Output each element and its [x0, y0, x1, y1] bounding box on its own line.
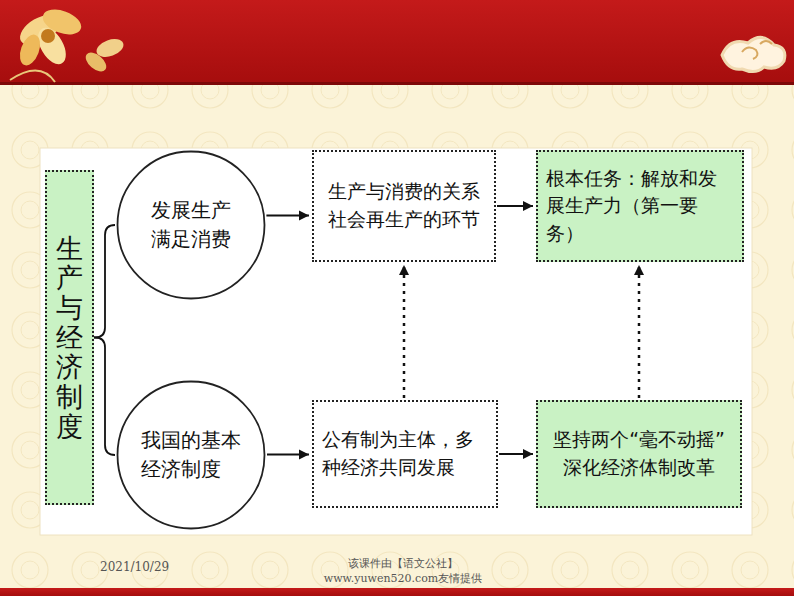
task-box: 根本任务：解放和发展生产力（第一要务） [536, 150, 744, 262]
flow-arrow [497, 205, 533, 207]
node-text: 生产与消费的关系 [328, 178, 480, 206]
content-panel [40, 148, 752, 535]
topic-box: 生产与经济制度 [45, 170, 94, 505]
circle-outline [116, 150, 266, 300]
node-text: 公有制为主体，多种经济共同发展 [322, 426, 488, 481]
node-text: 深化经济体制改革 [563, 454, 715, 482]
flow-arrow [499, 453, 533, 455]
node-text: 坚持两个“毫不动摇” [553, 426, 725, 454]
vertical-title: 生产与经济制度 [56, 234, 83, 442]
date-label: 2021/10/29 [100, 560, 169, 574]
circle-outline [116, 380, 266, 530]
flow-arrow [266, 215, 309, 217]
concept-box: 生产与消费的关系社会再生产的环节 [312, 150, 496, 262]
cloud-ornament [722, 37, 785, 71]
brace-line [94, 225, 115, 338]
node-text: 我国的基本经济制度 [141, 426, 241, 484]
band-edge [0, 82, 794, 85]
topic-circle: 发展生产满足消费 [116, 150, 266, 300]
node-text: 发展生产满足消费 [151, 196, 231, 254]
concept-box: 公有制为主体，多种经济共同发展 [312, 400, 498, 508]
footer-note: 该课件由【语文公社】 www.yuwen520.com友情提供 [318, 556, 488, 586]
brace-line [94, 338, 115, 456]
topic-circle: 我国的基本经济制度 [116, 380, 266, 530]
bg-pattern [0, 85, 794, 588]
top-band [0, 0, 794, 85]
bottom-band [0, 588, 794, 596]
node-text: 根本任务：解放和发展生产力（第一要务） [546, 165, 734, 248]
task-box: 坚持两个“毫不动摇”深化经济体制改革 [536, 400, 742, 508]
dotted-arrow [403, 265, 406, 398]
flower-ornament [10, 5, 126, 82]
node-text: 社会再生产的环节 [328, 206, 480, 234]
dotted-arrow [638, 265, 641, 398]
flow-arrow [267, 454, 309, 456]
